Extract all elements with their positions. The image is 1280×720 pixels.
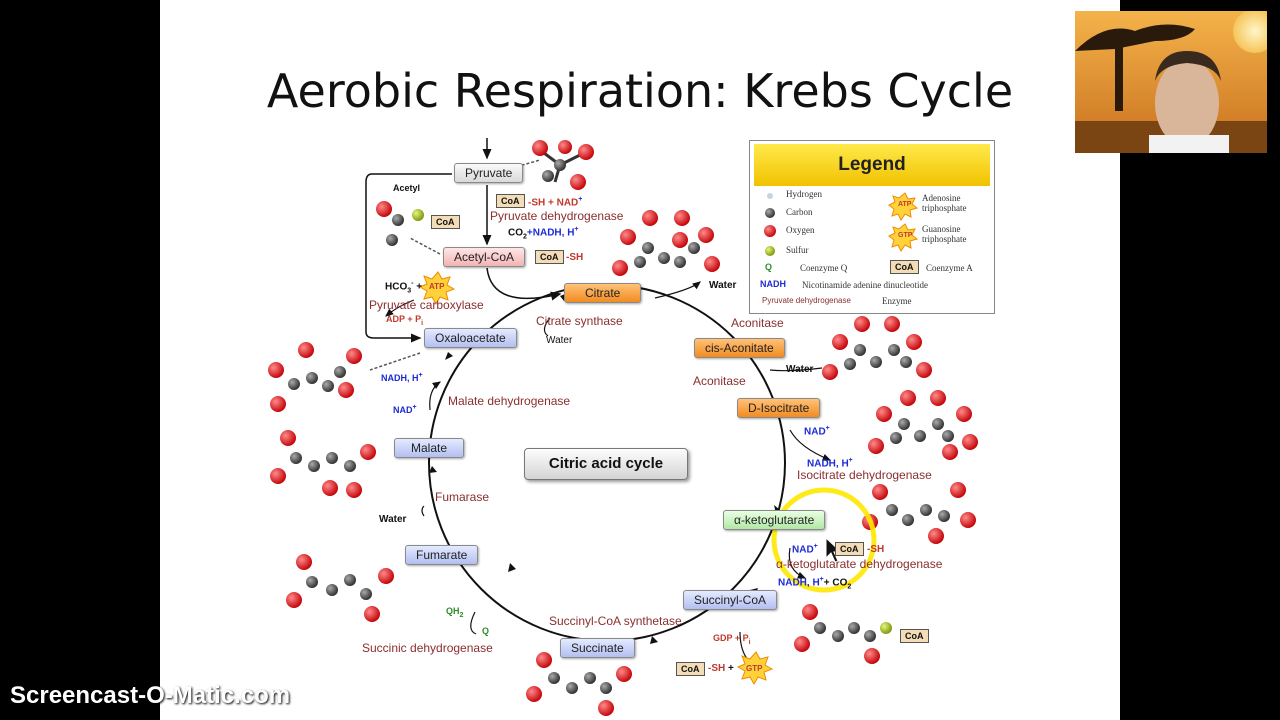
succinyl-coa-molecule: [794, 604, 892, 664]
succinate-molecule: [526, 652, 632, 716]
cofactor-water-synthase: Water: [546, 335, 573, 346]
metabolite-cis-aconitate: cis-Aconitate: [694, 338, 785, 358]
webcam-feed-image: [1075, 11, 1267, 153]
webcam-overlay: [1075, 11, 1267, 153]
legend-sulfur: Sulfur: [786, 245, 809, 255]
legend-nadh: Nicotinamide adenine dinucleotide: [802, 280, 928, 290]
legend-coa: Coenzyme A: [926, 263, 973, 273]
oxygen-swatch: [764, 225, 776, 237]
legend-coenzyme-q: Coenzyme Q: [800, 263, 848, 273]
coa-box-acetyl: CoA: [431, 215, 460, 229]
legend-gtp: Guanosine triphosphate: [922, 224, 967, 244]
legend-hydrogen: Hydrogen: [786, 189, 822, 199]
pointer-highlight-ring: [771, 487, 877, 593]
acetyl-molecule: [376, 201, 424, 246]
enzyme-isocitrate-dehydrogenase: Isocitrate dehydrogenase: [797, 468, 932, 482]
legend-enzyme-example: Pyruvate dehydrogenase: [762, 296, 851, 305]
legend-title: Legend: [754, 144, 990, 186]
legend-oxygen: Oxygen: [786, 225, 815, 235]
cofactor-nadh-co2-akg: NADH, H++ CO2: [778, 576, 852, 591]
enzyme-pyruvate-dehydrogenase: Pyruvate dehydrogenase: [490, 209, 624, 223]
cofactor-sh-nad: -SH + NAD+: [528, 196, 583, 209]
coa-box-akg: CoA: [835, 542, 864, 556]
legend-atp: Adenosine triphosphate: [922, 193, 967, 213]
citric-acid-cycle-label: Citric acid cycle: [524, 448, 688, 480]
legend-nadh-symbol: NADH: [760, 279, 786, 289]
cofactor-qh2: QH2: [446, 606, 464, 619]
atp-starburst: [418, 271, 456, 306]
gtp-starburst: [736, 651, 774, 686]
slide-title: Aerobic Respiration: Krebs Cycle: [266, 64, 1014, 118]
cofactor-nadh-isocitrate: NADH, H+: [807, 457, 853, 470]
fumarate-molecule: [286, 554, 394, 622]
cofactor-sh-succinate: -SH +: [708, 663, 734, 674]
presentation-slide: [160, 0, 1120, 720]
metabolite-malate: Malate: [394, 438, 465, 458]
cofactor-water-fumarase: Water: [379, 514, 407, 525]
cofactor-nad-akg: NAD+: [792, 543, 818, 556]
enzyme-fumarase: Fumarase: [435, 490, 490, 504]
cofactor-sh-akg: -SH: [867, 544, 885, 555]
metabolite-oxaloacetate: Oxaloacetate: [424, 328, 517, 348]
atp-legend-icon: [888, 192, 919, 221]
metabolite-citrate: Citrate: [564, 283, 642, 303]
legend-enzyme: Enzyme: [882, 296, 912, 306]
cofactor-nadh-malate: NADH, H+: [381, 372, 423, 383]
cofactor-hco3: HCO3- +: [385, 280, 423, 295]
coa-box-succinate: CoA: [676, 662, 705, 676]
metabolite-succinyl-coa: Succinyl-CoA: [683, 590, 778, 610]
coa-box-succinyl: CoA: [900, 629, 929, 643]
metabolite-fumarate: Fumarate: [405, 545, 479, 565]
pyruvate-molecule: [532, 140, 594, 190]
enzyme-malate-dehydrogenase: Malate dehydrogenase: [448, 394, 571, 408]
enzyme-aconitase-top: Aconitase: [731, 316, 784, 330]
cofactor-nad-malate: NAD+: [393, 404, 417, 415]
metabolite-d-isocitrate: D-Isocitrate: [737, 398, 821, 418]
cofactor-water-aconitate: Water: [786, 364, 814, 375]
oxaloacetate-molecule: [268, 342, 362, 412]
citrate-molecule: [612, 210, 720, 276]
legend-q-symbol: Q: [765, 262, 773, 272]
enzyme-succinyl-coa-synthetase: Succinyl-CoA synthetase: [549, 614, 682, 628]
atp-label: ATP: [429, 282, 445, 291]
coa-box-pyruvate: CoA: [496, 194, 525, 208]
enzyme-alpha-kg-dehydrogenase: α-ketoglutarate dehydrogenase: [776, 557, 943, 571]
gtp-legend-icon: [888, 223, 919, 252]
enzyme-pyruvate-carboxylase: Pyruvate carboxylase: [369, 298, 484, 312]
metabolite-alpha-ketoglutarate: α-ketoglutarate: [723, 510, 826, 530]
cofactor-water-citrate: Water: [709, 280, 737, 291]
legend-swatches: [764, 192, 919, 256]
sulfur-swatch: [765, 246, 775, 256]
alpha-ketoglutarate-molecule: [862, 482, 976, 544]
metabolite-succinate: Succinate: [560, 638, 635, 658]
enzyme-succinic-dehydrogenase: Succinic dehydrogenase: [362, 641, 493, 655]
legend-gtp-symbol: GTP: [898, 232, 913, 239]
gtp-label: GTP: [746, 664, 763, 673]
metabolite-pyruvate: Pyruvate: [454, 163, 524, 183]
legend-panel: Legend Hydrogen Carbon Oxygen Sulfur Q C…: [749, 140, 995, 314]
cofactor-gdp-pi: GDP + Pi: [713, 633, 751, 646]
enzyme-aconitase-mid: Aconitase: [693, 374, 746, 388]
legend-atp-symbol: ATP: [898, 201, 912, 208]
metabolite-acetyl-coa: Acetyl-CoA: [443, 247, 526, 267]
carbon-swatch: [765, 208, 775, 218]
legend-carbon: Carbon: [786, 207, 813, 217]
cofactor-q: Q: [482, 626, 490, 636]
cis-aconitate-molecule: [822, 316, 932, 380]
legend-coa-symbol: CoA: [890, 260, 919, 274]
coa-box-acetyl-coa: CoA: [535, 250, 564, 264]
enzyme-citrate-synthase: Citrate synthase: [536, 314, 623, 328]
isocitrate-molecule: [868, 390, 978, 460]
cofactor-acetyl: Acetyl: [393, 183, 421, 193]
hydrogen-swatch: [767, 193, 773, 199]
cofactor-co2-nadh: CO2+NADH, H+: [508, 226, 579, 241]
malate-molecule: [270, 430, 376, 498]
cofactor-nad-isocitrate: NAD+: [804, 425, 830, 438]
screencast-watermark: Screencast-O-Matic.com: [10, 682, 291, 709]
cofactor-sh: -SH: [566, 252, 584, 263]
cofactor-adp-pi: ADP + Pi: [386, 314, 424, 327]
